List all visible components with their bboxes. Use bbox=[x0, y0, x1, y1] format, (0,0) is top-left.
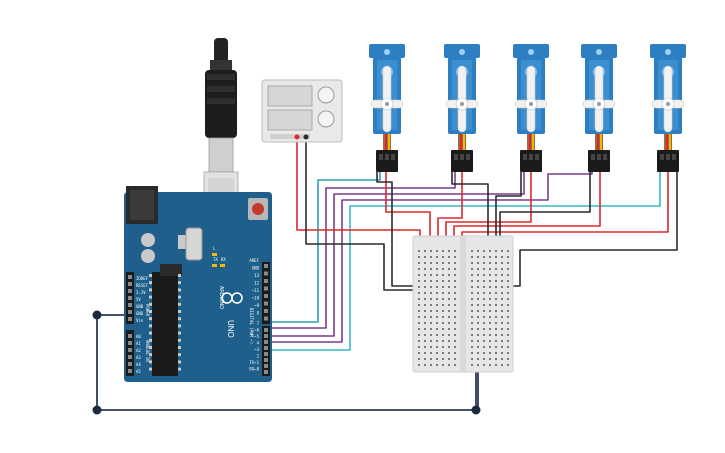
digital-pin-label: ~3 bbox=[254, 347, 259, 352]
wire-servo1-red[interactable] bbox=[385, 172, 431, 246]
wire-signal-purple-3[interactable] bbox=[270, 172, 593, 343]
analog-pin-label: A0 bbox=[136, 334, 141, 339]
digital-pin-label: GND bbox=[252, 266, 260, 271]
analog-header-label: ANALOG IN bbox=[145, 340, 150, 362]
power-pin-label: GND bbox=[136, 304, 144, 309]
l-label: L bbox=[213, 246, 216, 251]
servo-2[interactable] bbox=[444, 44, 480, 172]
servo-horn[interactable] bbox=[445, 65, 479, 133]
digital-pin-label: 8 bbox=[257, 311, 260, 316]
digital-pin-label: 13 bbox=[254, 273, 259, 278]
digital-pin-label: ~10 bbox=[252, 296, 260, 301]
servo-horn[interactable] bbox=[582, 65, 616, 133]
digital-pin-label: 7 bbox=[257, 321, 260, 326]
current-knob[interactable] bbox=[317, 110, 335, 128]
reset-button[interactable] bbox=[252, 203, 264, 215]
servo-horn[interactable] bbox=[514, 65, 548, 133]
wire-signal-cyan[interactable] bbox=[270, 172, 661, 351]
servo-horn[interactable] bbox=[370, 65, 404, 133]
servo-4[interactable] bbox=[581, 44, 617, 172]
wire-psu-red[interactable] bbox=[296, 140, 421, 246]
wire-signal-purple-2[interactable] bbox=[270, 172, 525, 337]
arduino-brand: ARDUINO bbox=[218, 286, 224, 309]
servo-group bbox=[369, 44, 686, 172]
servo-horn[interactable] bbox=[651, 65, 685, 133]
analog-pin-label: A4 bbox=[136, 362, 141, 367]
tx-label: TX bbox=[213, 257, 218, 262]
digital-header-label: DIGITAL (PWM ~) bbox=[249, 308, 254, 344]
breadboard[interactable] bbox=[412, 235, 514, 373]
digital-pin-label: ~6 bbox=[254, 328, 259, 333]
digital-pin-label: 4 bbox=[257, 341, 260, 346]
power-pin-label: 3.3V bbox=[136, 290, 146, 295]
wire-signal-purple-1[interactable] bbox=[270, 172, 456, 329]
digital-pin-label: 12 bbox=[254, 281, 259, 286]
voltage-knob[interactable] bbox=[317, 86, 335, 104]
digital-pin-label: RX←0 bbox=[249, 367, 259, 372]
power-pin-label: RESET bbox=[136, 283, 149, 288]
power-pin-label: GND bbox=[136, 311, 144, 316]
arduino-logo bbox=[221, 292, 243, 304]
digital-pin-label: ~9 bbox=[254, 303, 259, 308]
wire-servo4-red[interactable] bbox=[453, 172, 601, 246]
power-pin-label: 5V bbox=[136, 297, 141, 302]
wire-servo2-red[interactable] bbox=[437, 172, 463, 246]
power-supply[interactable] bbox=[261, 79, 343, 143]
digital-pin-label: 2 bbox=[257, 354, 260, 359]
power-header-label: POWER bbox=[145, 304, 150, 317]
servo-5[interactable] bbox=[650, 44, 686, 172]
junction-dot[interactable] bbox=[92, 405, 102, 415]
analog-pin-label: A3 bbox=[136, 355, 141, 360]
power-pin-label: Vin bbox=[136, 318, 144, 323]
analog-pin-label: A1 bbox=[136, 341, 141, 346]
digital-pin-label: ~5 bbox=[254, 334, 259, 339]
digital-pin-label: ~11 bbox=[252, 288, 260, 293]
power-pin-label: IOREF bbox=[136, 276, 149, 281]
analog-pin-label: A2 bbox=[136, 348, 141, 353]
arduino-uno-board[interactable]: ARDUINO UNO POWER ANALOG IN DIGITAL (PWM… bbox=[124, 186, 272, 382]
servo-1[interactable] bbox=[369, 44, 405, 172]
junction-dot[interactable] bbox=[471, 405, 481, 415]
wire-signal-teal[interactable] bbox=[270, 172, 381, 323]
rx-label: RX bbox=[221, 257, 226, 262]
arduino-model: UNO bbox=[226, 320, 235, 338]
wire-servo5-red[interactable] bbox=[461, 172, 669, 246]
breadboard-holes bbox=[418, 250, 509, 366]
junction-dot[interactable] bbox=[92, 310, 102, 320]
digital-pin-label: AREF bbox=[249, 258, 259, 263]
servo-3[interactable] bbox=[513, 44, 549, 172]
analog-pin-label: A5 bbox=[136, 369, 141, 374]
digital-pin-label: TX→1 bbox=[249, 360, 259, 365]
